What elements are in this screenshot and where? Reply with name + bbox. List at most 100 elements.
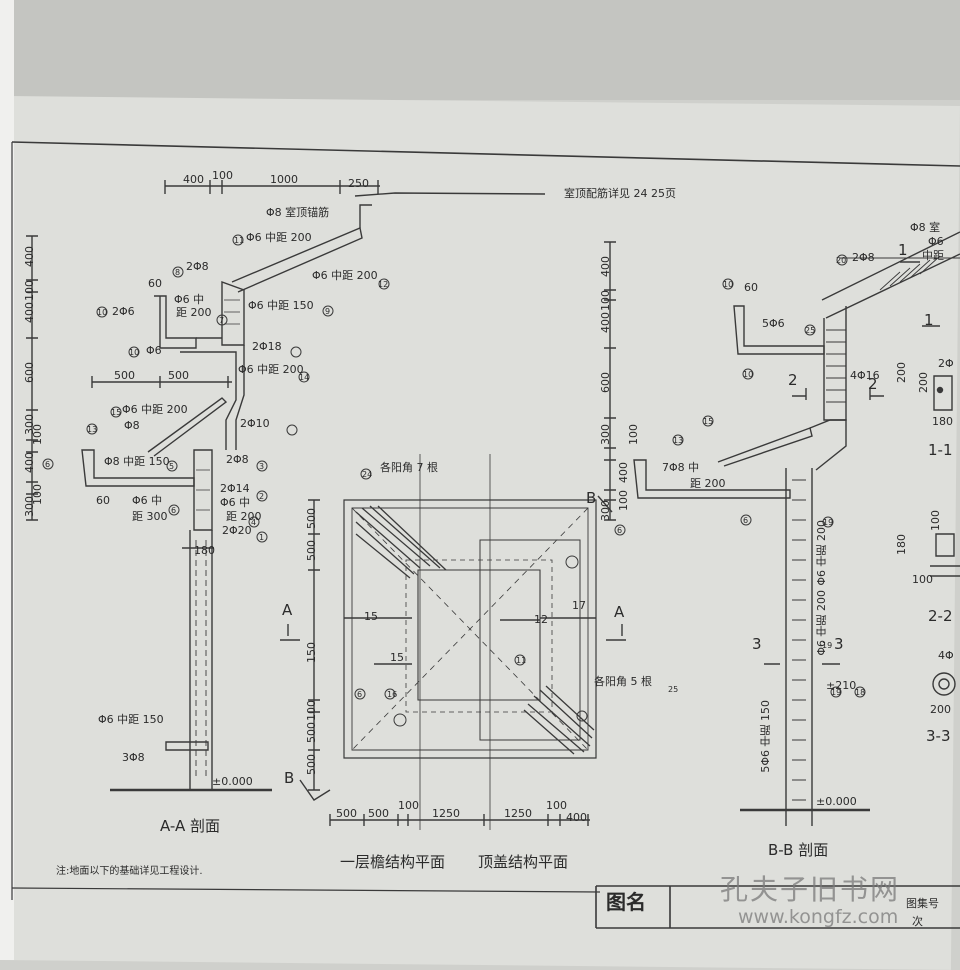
aa-top-dim-2: 100 [212,169,233,182]
plan-mark-1: 24 [362,470,373,479]
plan-bottom-dim-5: 1250 [504,807,532,820]
aa-callout-1: Φ8 室顶锚筋 [266,206,330,219]
aa-callout-6: 2Φ6 [112,305,135,318]
watermark-url: www.kongfz.com [738,906,899,928]
plan-bottom-dim-3: 100 [398,799,419,812]
bb-section-1-top: 1 [898,241,908,259]
aa-callout-17: 2Φ8 [226,453,249,466]
plan-title-first-eave: 一层檐结构平面 [340,853,446,871]
aa-callout-11: 2Φ18 [252,340,282,353]
aa-section-title: A-A 剖面 [160,817,221,835]
aa-callout-28: ±0.000 [212,775,253,788]
aa-callout-12: Φ6 中距 200 [238,363,304,376]
detail-title-1-1: 1-1 [928,441,953,459]
bb-section-1-bottom: 1 [924,311,934,329]
aa-mid-dim-1: 500 [114,369,135,382]
bb-section-2-right: 2 [868,375,878,393]
bb-mark-2: 10 [723,280,734,289]
bb-callout-8: 200 [895,362,908,383]
bb-callout-10: 距 200 [690,477,726,490]
detail-11-height: 200 [917,372,930,393]
bb-mark-10: 19 [831,688,842,697]
bb-left-dim-7: 400 [617,462,630,483]
aa-left-dim-2: 100 [23,280,36,301]
bb-section-3-left: 3 [752,635,762,653]
watermark-cn: 孔夫子旧书网 [720,873,901,906]
aa-mark-1: 11 [234,236,245,245]
bb-callout-15: ±210 [826,679,857,692]
aa-callout-9: Φ6 [146,344,162,357]
aa-mark-12: 3 [259,462,265,471]
aa-callout-18: 2Φ14 [220,482,250,495]
bb-left-dim-5: 300 [599,424,612,445]
aa-mark-4: 10 [97,308,108,317]
bb-section-title: B-B 剖面 [768,841,829,859]
aa-mark-15: 1 [259,533,265,542]
bb-callout-6: 5Φ6 [762,317,785,330]
bb-left-dim-1: 400 [599,256,612,277]
title-block-drawing-no: 图集号 [906,897,939,910]
detail-11-width: 180 [932,415,953,428]
aa-top-dim-3: 1000 [270,173,298,186]
bb-callout-2: Φ8 室 [910,221,941,234]
bb-left-dim-2: 100 [599,290,612,311]
title-block-label: 图名 [606,890,646,914]
bb-mark-7: 6 [743,516,749,525]
bb-left-dim-8: 100 [617,490,630,511]
bb-left-dim-4: 600 [599,372,612,393]
aa-callout-10: Φ6 中距 150 [248,299,314,312]
title-block-page: 次 [912,915,923,928]
aa-callout-27: 3Φ8 [122,751,145,764]
aa-mark-13: 2 [259,492,265,501]
plan-left-dim-6: 500 [305,754,318,775]
aa-callout-3: Φ6 中距 200 [312,269,378,282]
bb-mark-5: 15 [703,417,714,426]
plan-mark-2: 15 [364,610,378,623]
plan-mark-6: 17 [572,599,586,612]
aa-callout-4: 2Φ8 [186,260,209,273]
bb-mark-1: 20 [836,256,847,265]
aa-callout-8: 距 200 [176,306,212,319]
bb-mark-9: 19 [822,641,833,650]
plan-mark-8: 11 [516,656,527,665]
bb-left-dim-3: 400 [599,312,612,333]
aa-callout-24: 距 300 [132,510,168,523]
plan-left-dim-3: 150 [305,642,318,663]
bb-left-dim-6: 100 [627,424,640,445]
detail-22-width: 100 [912,573,933,586]
plan-bottom-dim-6: 100 [546,799,567,812]
bb-section-2-left: 2 [788,371,798,389]
plan-section-b-right: B [586,489,597,507]
bb-callout-3: Φ6 [928,235,944,248]
background-top [0,0,960,100]
aa-left-dim-1: 400 [23,246,36,267]
aa-callout-5: 60 [148,277,162,290]
aa-mark-14: 4 [251,518,257,527]
plan-bottom-dim-4: 1250 [432,807,460,820]
aa-mark-10: 6 [45,460,51,469]
bb-mark-3: 25 [805,326,816,335]
bb-callout-7: 4Φ16 [850,369,880,382]
detail-33-width: 200 [930,703,951,716]
foundation-note: 注:地面以下的基础详见工程设计. [56,866,203,877]
detail-11-bar: 2Φ [938,357,954,370]
bb-mark-11: 18 [855,688,866,697]
plan-mark-9: 25 [668,685,679,694]
plan-mark-4: 16 [387,690,398,699]
plan-left-dim-1: 500 [305,508,318,529]
bb-callout-9: 7Φ8 中 [662,461,700,474]
aa-mark-2: 8 [175,268,181,277]
plan-mark-10: 6 [617,526,623,535]
plan-corner-note-1: 各阳角 7 根 [380,461,438,474]
aa-callout-23: Φ6 中 [132,494,163,507]
aa-top-dim-4: 250 [348,177,369,190]
aa-mark-9: 13 [87,425,98,434]
detail-title-2-2: 2-2 [928,607,953,625]
aa-mark-8: 15 [111,408,122,417]
detail-22-top: 100 [929,510,942,531]
bb-callout-11: Φ6 中距 200 [815,520,828,586]
aa-callout-25: 180 [194,544,215,557]
bb-left-dim-9: 300 [599,500,612,521]
plan-left-dim-4: 100 [305,700,318,721]
